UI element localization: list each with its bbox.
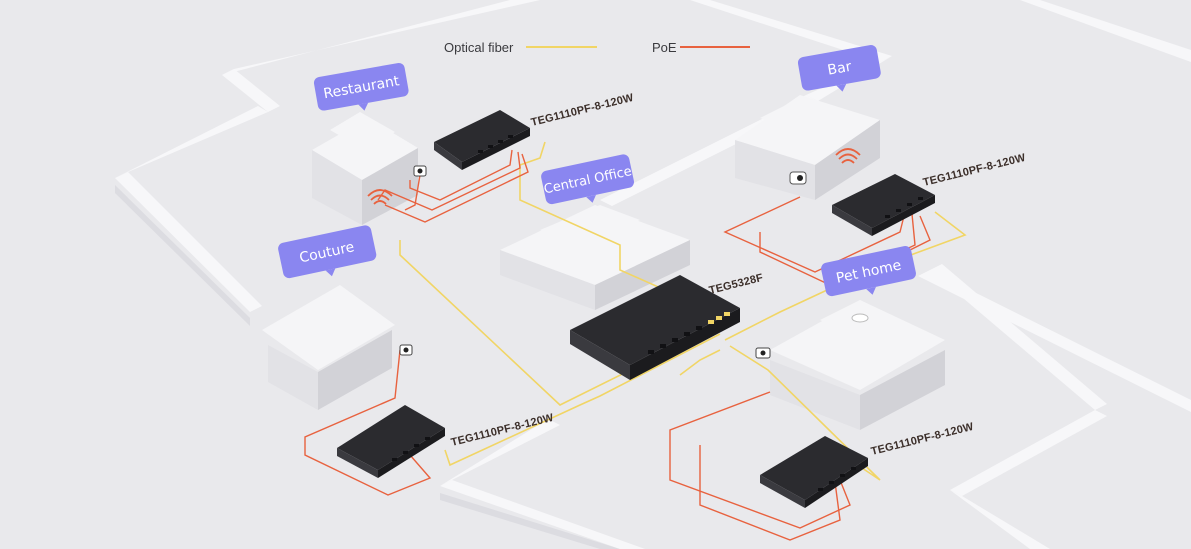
core-switch-label: TEG5328F xyxy=(708,272,765,297)
central-office-bubble: Central Office xyxy=(541,154,634,205)
wifi-icon xyxy=(835,148,861,164)
restaurant-bubble: Restaurant xyxy=(313,62,409,111)
couture-bubble: Couture xyxy=(278,225,377,279)
legend-fiber-label: Optical fiber xyxy=(444,40,514,55)
wifi-icon xyxy=(367,189,393,205)
bar-switch xyxy=(832,174,935,236)
pet-home-building xyxy=(770,300,945,430)
bar-bubble: Bar xyxy=(797,45,881,92)
couture-switch xyxy=(337,405,445,478)
pet-home-switch xyxy=(760,436,868,508)
bar-label: Bar xyxy=(826,59,853,79)
restaurant-building xyxy=(312,112,418,225)
bar-switch-label: TEG1110PF-8-120W xyxy=(922,152,1027,189)
legend: Optical fiber PoE xyxy=(444,40,750,55)
pet-home-bubble: Pet home xyxy=(821,245,916,297)
camera-icon xyxy=(755,347,771,359)
camera-icon xyxy=(789,171,807,185)
couture-building xyxy=(262,285,395,410)
access-point-icon xyxy=(851,313,869,323)
central-office-building xyxy=(500,205,690,310)
restaurant-switch-label: TEG1110PF-8-120W xyxy=(530,92,635,129)
pet-home-switch-label: TEG1110PF-8-120W xyxy=(870,421,975,458)
legend-poe-label: PoE xyxy=(652,40,677,55)
core-switch xyxy=(570,275,740,380)
restaurant-switch xyxy=(434,110,530,170)
camera-icon xyxy=(399,344,413,356)
fiber-links xyxy=(399,141,967,481)
camera-icon xyxy=(413,165,427,177)
bar-building xyxy=(735,95,880,200)
